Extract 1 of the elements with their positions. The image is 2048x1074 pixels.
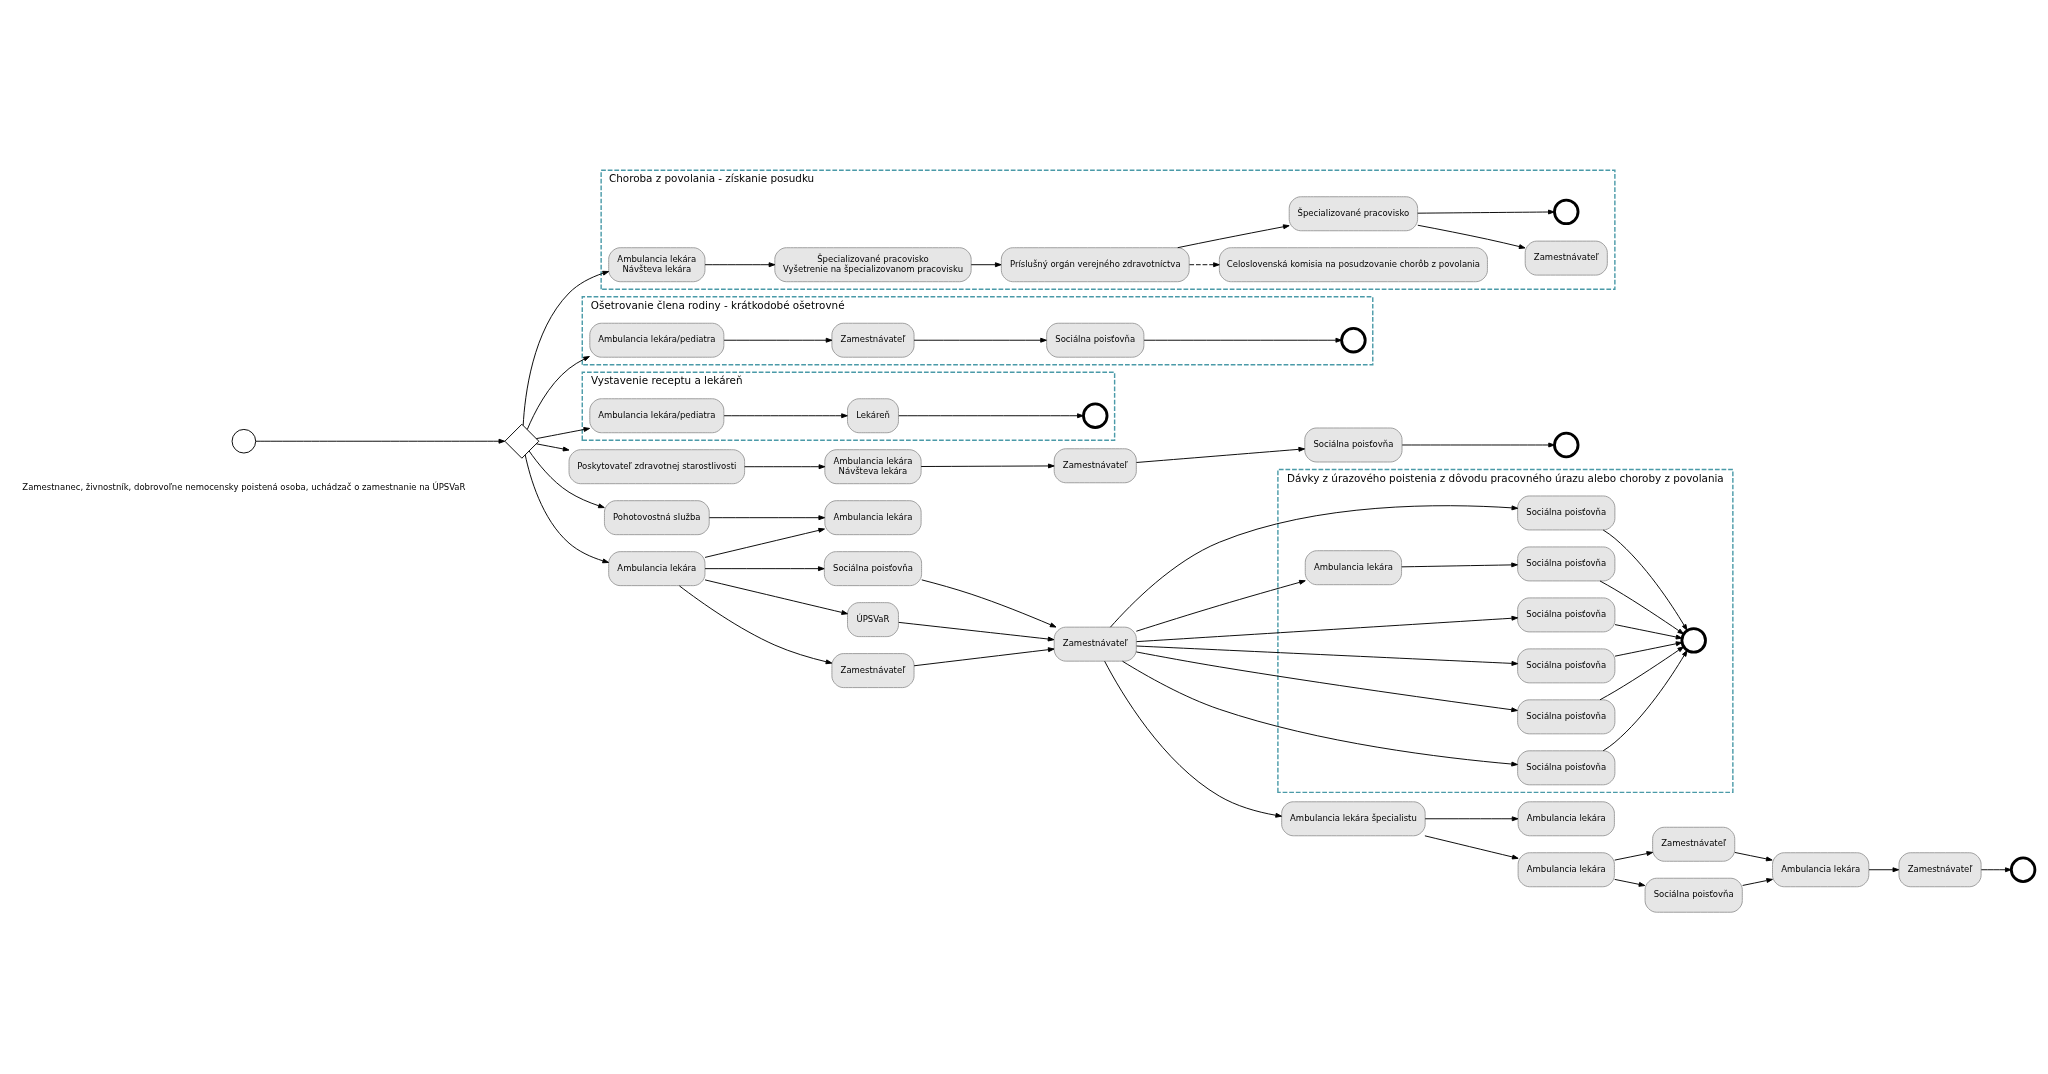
node-text: Zamestnanec, živnostník, dobrovoľne nemocensky poistená osoba, uchádzač o zamestnanie na ÚPSVaR [22, 481, 466, 492]
